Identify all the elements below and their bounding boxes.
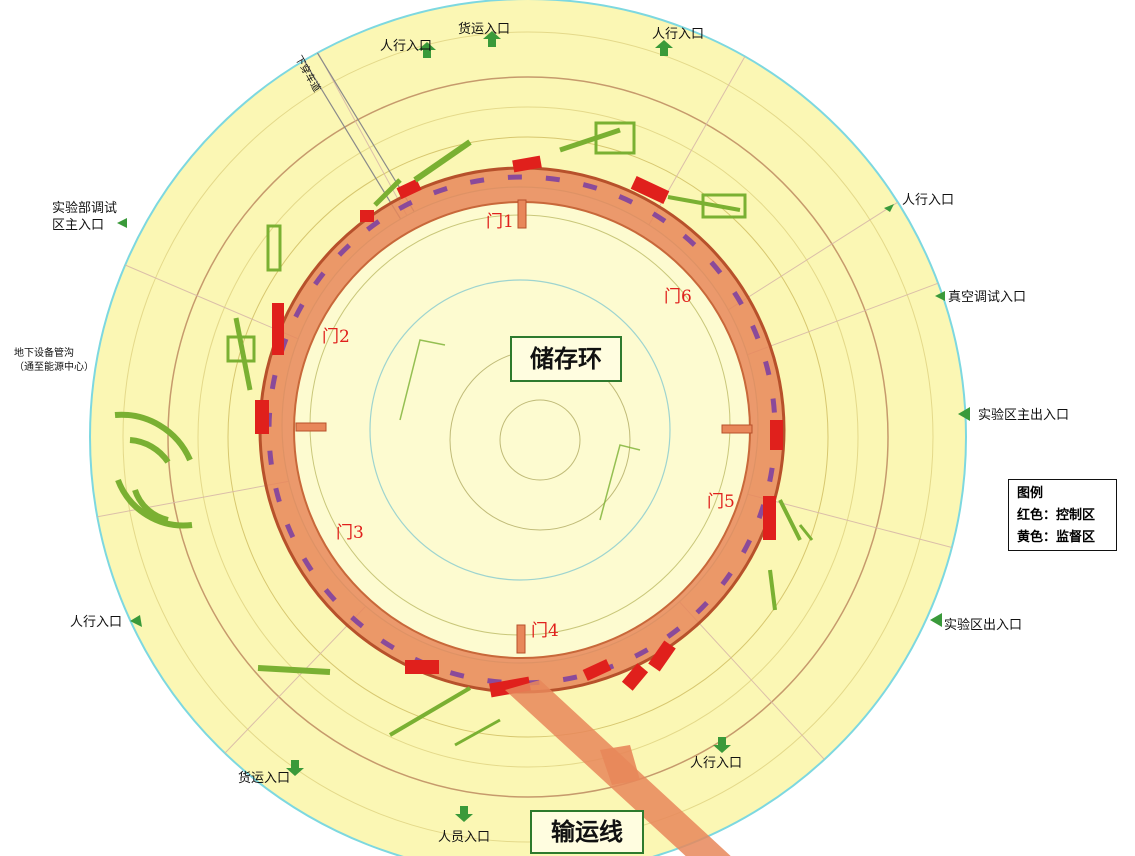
legend-title: 图例 [1017,486,1044,501]
entrance-label-cargo-top: 货运入口 [458,21,510,37]
utility-trench-label-1: 地下设备管沟 [14,346,74,359]
legend-red-control-area: 红色：控制区 [1017,508,1096,523]
entrance-label-people-top: 人行入口 [380,39,432,54]
beamline-equipment [226,121,814,747]
gate-label-2: 门2 [322,327,350,347]
entrance-label-people-bottom-right: 人行入口 [690,756,742,771]
gate-label-6: 门6 [664,287,692,307]
entrance-label-staff-bottom: 人员入口 [438,830,490,845]
entrance-label-exp-exit: 实验区出入口 [944,617,1022,633]
entrance-label-exp-main: 实验区主出入口 [978,407,1069,423]
map-legend: 图例 红色：控制区 黄色：监督区 [1008,479,1117,551]
entrance-label-people-right-upper: 人行入口 [902,193,954,208]
gate-label-3: 门3 [336,523,364,543]
entrance-label-cargo-bottom: 货运入口 [238,770,290,786]
entrance-arrows [117,31,970,822]
left-hall-structures [114,411,193,529]
control-area-blocks [255,155,783,698]
gate-label-4: 门4 [531,621,559,641]
gate-label-5: 门5 [707,492,735,512]
transport-line [505,680,731,856]
utility-trench-label-2: （通至能源中心） [14,360,94,373]
entrance-label-dept-debug-1: 实验部调试 [52,200,117,216]
storage-ring-label: 储存环 [510,336,622,382]
entrance-label-dept-debug-2: 区主入口 [52,218,104,233]
entrance-label-vacuum-debug: 真空调试入口 [948,290,1026,305]
legend-yellow-supervised-area: 黄色：监督区 [1017,530,1096,545]
entrance-label-people-top-right: 人行入口 [652,27,704,42]
entrance-label-people-left: 人行入口 [70,615,122,630]
gate-label-1: 门1 [486,212,514,232]
transport-line-label: 输运线 [530,810,644,854]
storage-ring-tunnel [260,168,784,692]
